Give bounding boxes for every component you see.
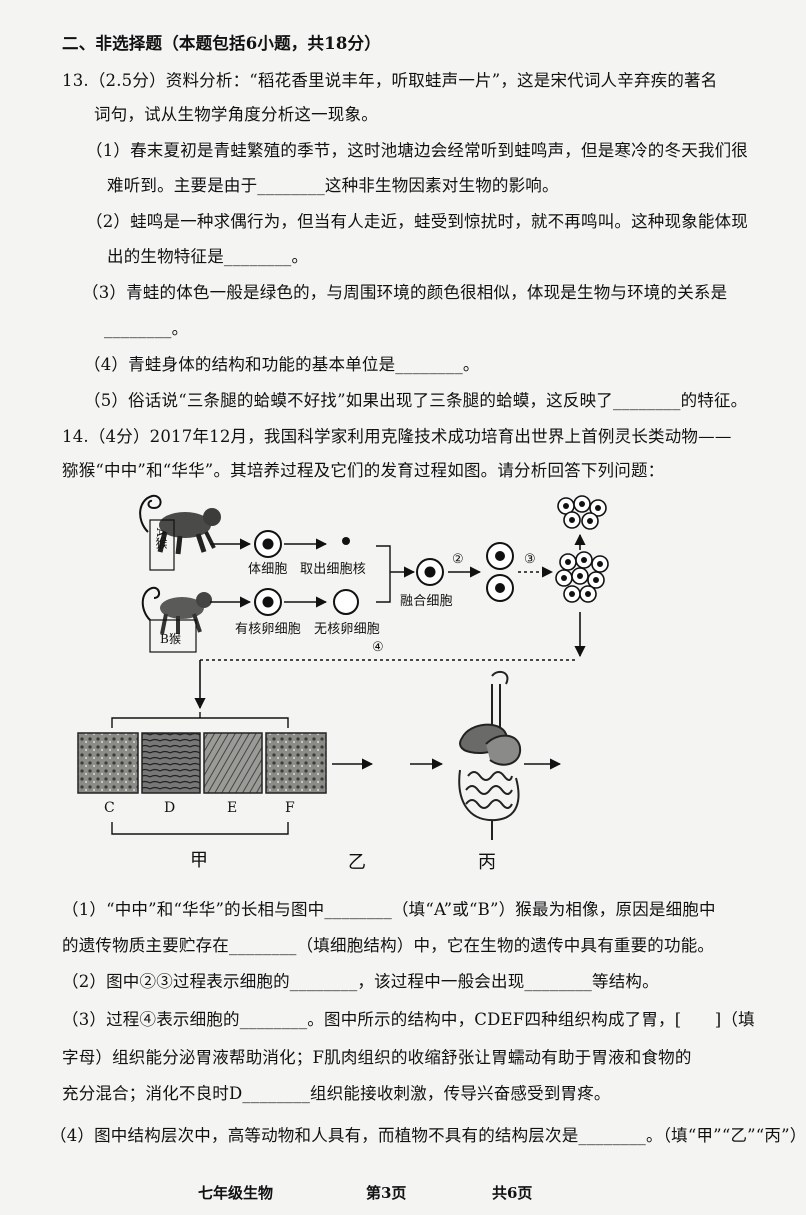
- tissue-label-c: C: [104, 800, 115, 816]
- nucleated-egg-label: 有核卵细胞: [235, 622, 302, 637]
- cell-group-top-icon: [557, 495, 607, 530]
- step-4-label: ④: [372, 640, 384, 655]
- q14-part3-line1: （3）过程④表示细胞的________。图中所示的结构中，CDEF四种组织构成了…: [62, 1010, 755, 1029]
- digestive-system-icon: [458, 670, 522, 840]
- fused-cell-label: 融合细胞: [400, 594, 453, 609]
- tissue-label-d: D: [164, 800, 176, 816]
- q13-part3-line1: （3）青蛙的体色一般是绿色的，与周围环境的颜色很相似，体现是生物与环境的关系是: [82, 283, 728, 302]
- cell-cluster-icon: [555, 551, 609, 603]
- two-cell-icon: [486, 542, 514, 602]
- body-cell-label: 体细胞: [248, 562, 288, 577]
- tissue-d-image: [141, 732, 201, 794]
- group-yi-label: 乙: [348, 852, 367, 873]
- tissue-label-e: E: [227, 800, 238, 816]
- section-title: 二、非选择题（本题包括6小题，共18分）: [62, 34, 381, 53]
- q14-part1-line1: （1）“中中”和“华华”的长相与图中________（填“A”或“B”）猴最为相…: [62, 900, 716, 919]
- q13-part5: （5）俗话说“三条腿的蛤蟆不好找”如果出现了三条腿的蛤蟆，这反映了_______…: [84, 391, 748, 410]
- group-bing-label: 丙: [478, 852, 497, 873]
- q14-part4: （4）图中结构层次中，高等动物和人具有，而植物不具有的结构层次是________…: [50, 1126, 806, 1145]
- body-cell-icon: [254, 530, 282, 558]
- q13-stem-line2: 词句，试从生物学角度分析这一现象。: [94, 105, 378, 124]
- q13-part2-line1: （2）蛙鸣是一种求偶行为，但当有人走近，蛙受到惊扰时，就不再鸣叫。这种现象能体现: [86, 212, 748, 231]
- q13-part2-line2: 出的生物特征是________。: [107, 247, 309, 266]
- footer-total: 共6页: [492, 1184, 533, 1202]
- tissue-f-image: [265, 732, 327, 794]
- q14-part3-line3: 充分混合；消化不良时D________组织能接收刺激，传导兴奋感受到胃疼。: [62, 1084, 611, 1103]
- tissue-e-image: [203, 732, 263, 794]
- q14-stem-line2: 猕猴“中中”和“华华”。其培养过程及它们的发育过程如图。请分析回答下列问题：: [62, 461, 665, 480]
- footer-page: 第3页: [366, 1184, 407, 1202]
- q13-part1-line2: 难听到。主要是由于________这种非生物因素对生物的影响。: [107, 176, 559, 195]
- monkey-b-icon: [141, 586, 212, 635]
- take-nucleus-label: 取出细胞核: [300, 562, 367, 577]
- q13-part1-line1: （1）春末夏初是青蛙繁殖的季节，这时池塘边会经常听到蛙鸣声，但是寒冷的冬天我们很: [86, 141, 748, 160]
- q14-stem-line1: 14.（4分）2017年12月，我国科学家利用克隆技术成功培育出世界上首例灵长类…: [62, 427, 732, 446]
- q14-part3-line2: 字母）组织能分泌胃液帮助消化；F肌肉组织的收缩舒张让胃蠕动有助于胃液和食物的: [62, 1048, 692, 1067]
- nucleus-icon: [342, 537, 350, 545]
- monkey-b-label: B猴: [160, 632, 182, 646]
- q13-part3-line2: ________。: [104, 319, 189, 338]
- q14-part1-line2: 的遗传物质主要贮存在________（填细胞结构）中，它在生物的遗传中具有重要的…: [62, 936, 715, 955]
- nucleated-egg-icon: [254, 588, 282, 616]
- enucleated-egg-label: 无核卵细胞: [314, 622, 381, 637]
- step-3-label: ③: [524, 552, 536, 567]
- enucleated-egg-icon: [333, 589, 359, 615]
- tissue-c-image: [77, 732, 139, 794]
- monkey-a-label: A猴: [154, 528, 168, 550]
- step-2-label: ②: [452, 552, 464, 567]
- group-jia-label: 甲: [190, 850, 209, 871]
- fused-cell-icon: [416, 558, 444, 586]
- q13-stem-line1: 13.（2.5分）资料分析：“稻花香里说丰年，听取蛙声一片”，这是宋代词人辛弃疾…: [62, 71, 718, 90]
- tissue-label-f: F: [285, 800, 295, 816]
- footer-subject: 七年级生物: [198, 1184, 274, 1202]
- q14-part2: （2）图中②③过程表示细胞的________，该过程中一般会出现________…: [62, 972, 659, 991]
- q13-part4: （4）青蛙身体的结构和功能的基本单位是________。: [84, 355, 480, 374]
